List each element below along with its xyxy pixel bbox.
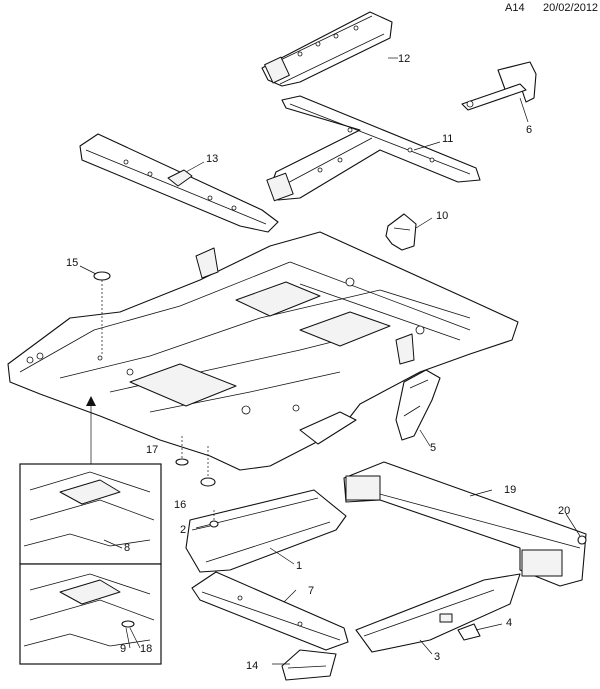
callout-14: 14: [246, 660, 258, 672]
part-13-crossmember: [79, 133, 279, 233]
callout-3: 3: [434, 651, 440, 663]
diagram-reference: A14: [505, 2, 525, 14]
part-11-crossmember: [266, 95, 481, 202]
callout-6: 6: [526, 124, 532, 136]
callout-8: 8: [124, 542, 130, 554]
callout-13: 13: [206, 153, 218, 165]
callout-19: 19: [504, 484, 516, 496]
part-20-nut: [577, 535, 587, 545]
callout-labels: 12 6 11 13 10 15 5 17 16 19 20 2 8 1 7 4…: [66, 53, 570, 672]
part-15-grommet: [79, 265, 111, 356]
callout-17: 17: [146, 444, 158, 456]
callout-2: 2: [180, 524, 186, 536]
part-12-crossmember: [261, 11, 393, 87]
part-10-bracket: [385, 213, 417, 251]
callout-18: 18: [140, 643, 152, 655]
part-4-clip: [457, 623, 481, 641]
callout-16: 16: [174, 499, 186, 511]
part-17-plug: [175, 436, 189, 466]
callout-15: 15: [66, 257, 78, 269]
part-6-bracket: [461, 61, 537, 111]
callout-7: 7: [308, 585, 314, 597]
part-2-bolt: [209, 510, 219, 528]
callout-1: 1: [296, 560, 302, 572]
part-3-rail: [355, 573, 521, 653]
callout-12: 12: [398, 53, 410, 65]
part-19-beam: [343, 461, 587, 587]
part-16-plug: [200, 446, 216, 487]
callout-5: 5: [430, 442, 436, 454]
callout-20: 20: [558, 505, 570, 517]
callout-4: 4: [506, 617, 512, 629]
leader-lines: [103, 57, 581, 665]
part-1-rail: [185, 489, 347, 573]
diagram-date: 20/02/2012: [543, 2, 599, 14]
part-5-panel: [395, 369, 441, 441]
detail-insets: [19, 396, 162, 665]
part-7-rail: [191, 571, 349, 651]
callout-11: 11: [442, 133, 453, 145]
part-14-bracket: [281, 649, 337, 681]
floor-pan: [7, 231, 519, 471]
callout-9: 9: [120, 643, 126, 655]
callout-10: 10: [436, 210, 448, 222]
